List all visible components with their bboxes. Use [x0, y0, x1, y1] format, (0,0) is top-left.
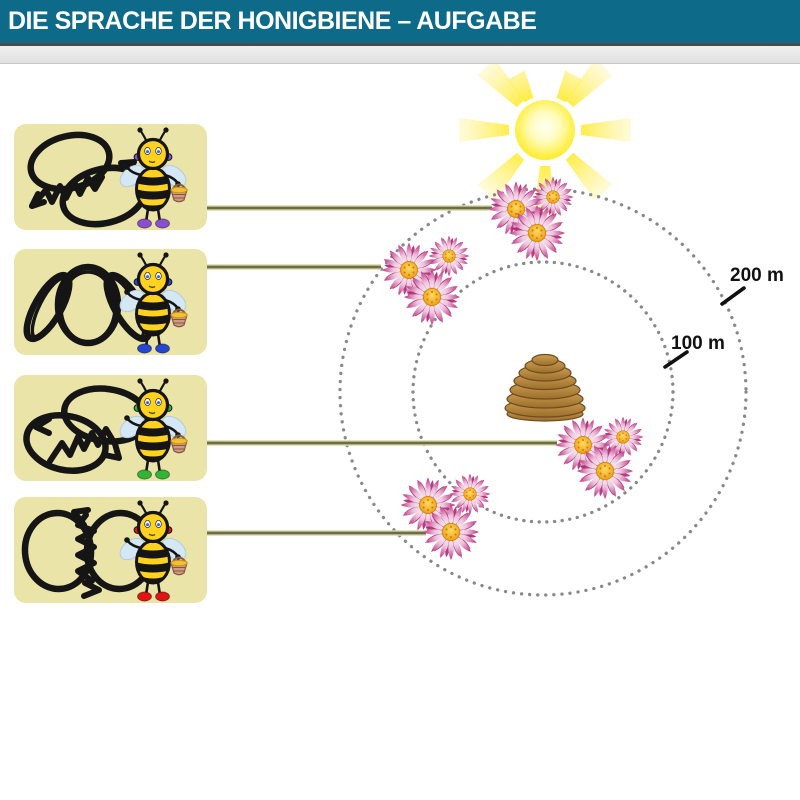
- sun-icon: [459, 58, 631, 216]
- connector-lines: [206, 205, 557, 536]
- label-200m-text: 200 m: [730, 265, 784, 286]
- toolbar-strip: [0, 46, 800, 64]
- distance-label-100m: 100 m: [663, 333, 725, 369]
- page-title: DIE SPRACHE DER HONIGBIENE – AUFGABE: [8, 7, 537, 35]
- dance-pattern-1: [27, 131, 149, 228]
- inner-circle-100m: [411, 260, 675, 524]
- dance-card-4[interactable]: [14, 497, 207, 603]
- distance-label-200m: 200 m: [720, 265, 784, 306]
- flower-cluster-left[interactable]: [382, 236, 470, 325]
- dance-pattern-2: [23, 263, 153, 347]
- title-bar-rule: [0, 43, 800, 46]
- beehive-icon: [504, 353, 586, 422]
- dance-card-3[interactable]: [14, 375, 207, 481]
- title-bar: DIE SPRACHE DER HONIGBIENE – AUFGABE: [0, 0, 800, 43]
- flower-cluster-bottom-left[interactable]: [401, 474, 491, 560]
- dance-card-1[interactable]: [14, 124, 207, 232]
- dance-card-2[interactable]: [14, 249, 207, 355]
- dance-pattern-3: [23, 385, 151, 474]
- label-100m-text: 100 m: [671, 333, 725, 354]
